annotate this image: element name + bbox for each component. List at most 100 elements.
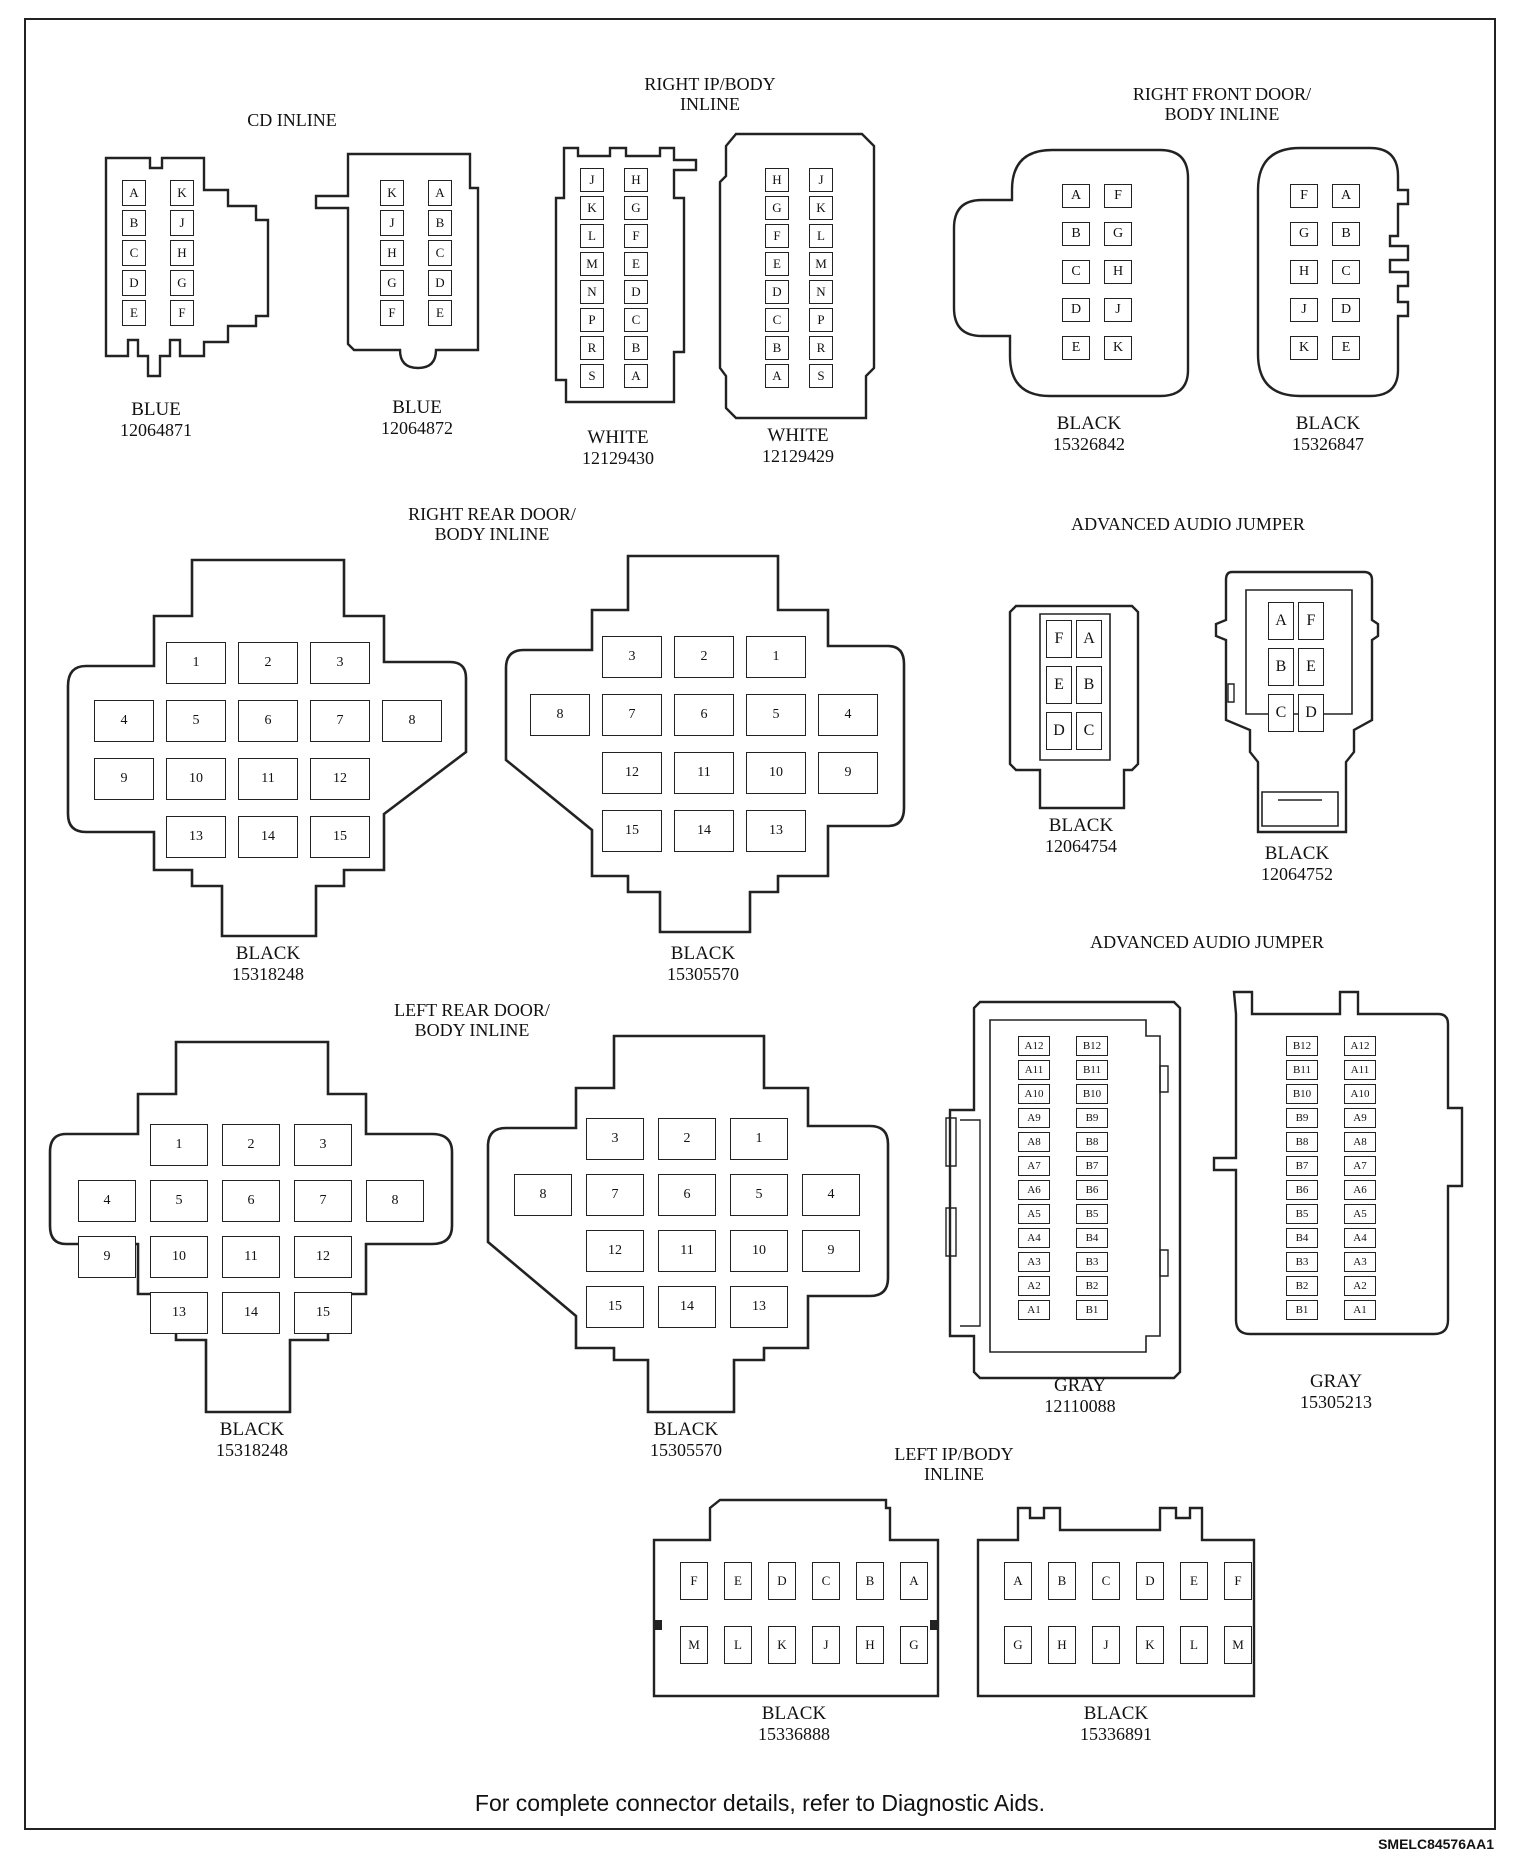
pin-cavity: 12	[310, 758, 370, 800]
connector-color: BLACK	[1295, 413, 1361, 434]
label-c4: WHITE 12129429	[762, 426, 834, 467]
connector-part-number: 15318248	[232, 964, 304, 984]
pin-cavity: D	[768, 1562, 796, 1600]
pin-cavity: H	[1290, 260, 1318, 284]
pin-cavity: 4	[78, 1180, 136, 1222]
pin-cavity: E	[1062, 336, 1090, 360]
pin-cavity: 13	[730, 1286, 788, 1328]
pin-cavity: B6	[1076, 1180, 1108, 1200]
pin-cavity: A1	[1018, 1300, 1050, 1320]
connector-outline	[554, 146, 698, 404]
pin-cavity: F	[765, 224, 789, 248]
pin-cavity: R	[580, 336, 604, 360]
label-c16: BLACK 15336891	[1080, 1704, 1152, 1745]
connector-part-number: 12129429	[762, 446, 834, 466]
pin-cavity: 5	[746, 694, 806, 736]
pin-cavity: L	[580, 224, 604, 248]
pin-cavity: A	[1268, 602, 1294, 640]
pin-cavity: A3	[1344, 1252, 1376, 1272]
pin-cavity: H	[856, 1626, 884, 1664]
pin-cavity: A	[765, 364, 789, 388]
label-c7: BLACK 15318248	[232, 944, 304, 985]
pin-cavity: 1	[150, 1124, 208, 1166]
label-c12: BLACK 15305570	[650, 1420, 722, 1461]
pin-cavity: H	[624, 168, 648, 192]
pin-cavity: A9	[1344, 1108, 1376, 1128]
pin-cavity: 6	[238, 700, 298, 742]
pin-cavity: J	[1104, 298, 1132, 322]
pin-cavity: B10	[1076, 1084, 1108, 1104]
pin-cavity: 6	[674, 694, 734, 736]
pin-cavity: A	[1004, 1562, 1032, 1600]
pin-cavity: A10	[1344, 1084, 1376, 1104]
pin-cavity: A7	[1018, 1156, 1050, 1176]
pin-cavity: 7	[310, 700, 370, 742]
pin-cavity: F	[380, 300, 404, 326]
pin-cavity: 11	[222, 1236, 280, 1278]
pin-cavity: 2	[658, 1118, 716, 1160]
pin-cavity: 14	[658, 1286, 716, 1328]
pin-cavity: B12	[1076, 1036, 1108, 1056]
pin-cavity: A12	[1344, 1036, 1376, 1056]
pin-cavity: 12	[294, 1236, 352, 1278]
pin-cavity: K	[1136, 1626, 1164, 1664]
connector-outline	[976, 1506, 1256, 1698]
pin-cavity: 10	[746, 752, 806, 794]
pin-cavity: B4	[1286, 1228, 1318, 1248]
pin-cavity: 9	[802, 1230, 860, 1272]
pin-cavity: P	[809, 308, 833, 332]
pin-cavity: D	[624, 280, 648, 304]
pin-cavity: 12	[586, 1230, 644, 1272]
pin-cavity: H	[1048, 1626, 1076, 1664]
pin-cavity: A5	[1018, 1204, 1050, 1224]
connector-color: BLACK	[1264, 843, 1330, 864]
pin-cavity: G	[624, 196, 648, 220]
pin-cavity: M	[580, 252, 604, 276]
pin-cavity: G	[1104, 222, 1132, 246]
pin-cavity: 7	[294, 1180, 352, 1222]
pin-cavity: B7	[1286, 1156, 1318, 1176]
pin-cavity: A3	[1018, 1252, 1050, 1272]
pin-cavity: A	[624, 364, 648, 388]
pin-cavity: K	[1104, 336, 1132, 360]
pin-cavity: 8	[382, 700, 442, 742]
pin-cavity: 5	[730, 1174, 788, 1216]
pin-cavity: J	[170, 210, 194, 236]
pin-cavity: 3	[294, 1124, 352, 1166]
pin-cavity: B	[1062, 222, 1090, 246]
pin-cavity: A4	[1018, 1228, 1050, 1248]
pin-cavity: B	[428, 210, 452, 236]
pin-cavity: B11	[1076, 1060, 1108, 1080]
pin-cavity: B9	[1286, 1108, 1318, 1128]
pin-cavity: G	[1004, 1626, 1032, 1664]
label-c15: BLACK 15336888	[758, 1704, 830, 1745]
pin-cavity: B5	[1076, 1204, 1108, 1224]
pin-cavity: K	[380, 180, 404, 206]
connector-color: BLUE	[131, 399, 181, 420]
pin-cavity: E	[1046, 666, 1072, 704]
label-c11: BLACK 15318248	[216, 1420, 288, 1461]
pin-cavity: F	[1298, 602, 1324, 640]
connector-outline	[104, 156, 270, 378]
pin-cavity: B1	[1076, 1300, 1108, 1320]
pin-cavity: 6	[222, 1180, 280, 1222]
pin-cavity: B	[624, 336, 648, 360]
connector-part-number: 12064754	[1045, 836, 1117, 856]
pin-cavity: 1	[166, 642, 226, 684]
pin-cavity: 14	[222, 1292, 280, 1334]
pin-cavity: K	[580, 196, 604, 220]
pin-cavity: 1	[730, 1118, 788, 1160]
pin-cavity: 3	[310, 642, 370, 684]
pin-cavity: C	[1268, 694, 1294, 732]
pin-cavity: A	[900, 1562, 928, 1600]
pin-cavity: F	[1224, 1562, 1252, 1600]
connector-outline	[486, 1034, 890, 1414]
pin-cavity: B2	[1076, 1276, 1108, 1296]
pin-cavity: D	[1062, 298, 1090, 322]
connector-outline	[48, 1040, 454, 1414]
connector-outline	[952, 148, 1190, 398]
connector-part-number: 15326847	[1292, 434, 1364, 454]
pin-cavity: 2	[222, 1124, 280, 1166]
pin-cavity: C	[765, 308, 789, 332]
pin-cavity: H	[765, 168, 789, 192]
